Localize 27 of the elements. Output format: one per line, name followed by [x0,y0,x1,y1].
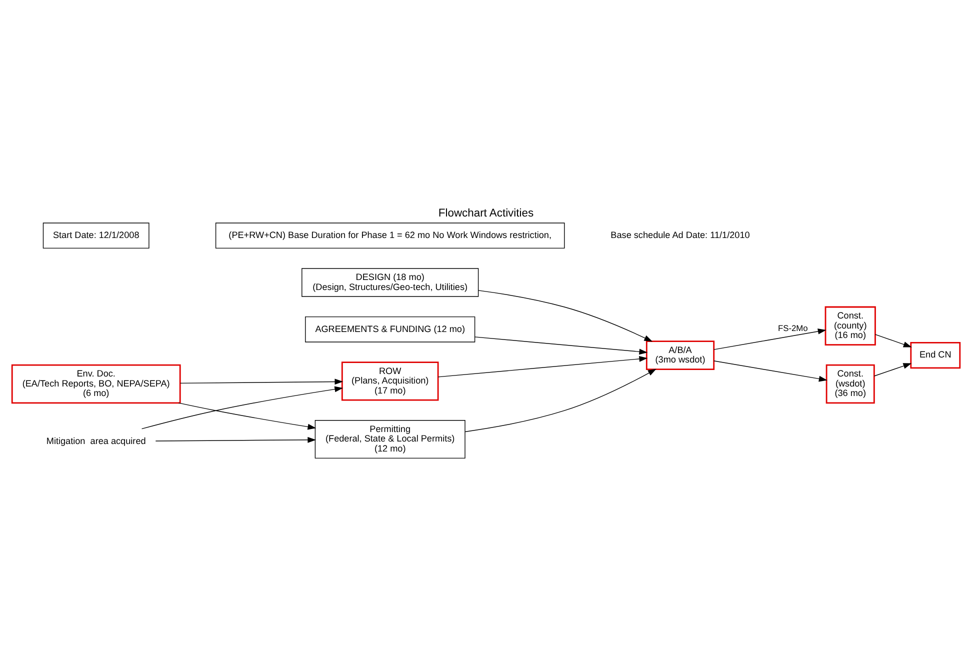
node-box: Const. (county) (16 mo) [824,306,876,346]
node-box: (PE+RW+CN) Base Duration for Phase 1 = 62 mo No Work Windows restriction, [215,222,565,249]
arrow [178,402,316,430]
arrow [874,334,912,348]
arrow [464,368,656,432]
node-box: Env. Doc. (EA/Tech Reports, BO, NEPA/SEPA) (6 mo) [11,364,181,404]
arrow [474,336,648,355]
node-box: Permitting (Federal, State & Local Permits) (12 mo) [314,420,466,459]
node-box: A/B/A (3mo wsdot) [646,340,715,370]
label: Base schedule Ad Date: 11/1/2010 [610,230,750,240]
node-box: DESIGN (18 mo) (Design, Structures/Geo-tech, Utilities) [302,268,479,297]
edge-label: FS-2Mo [778,323,808,334]
arrow [714,360,828,382]
arrow [478,290,653,342]
arrow [141,386,344,430]
node-box: Start Date: 12/1/2008 [42,222,150,249]
arrow [874,363,912,376]
node-box: End CN [910,342,961,369]
arrow [155,436,316,443]
node-box: Const. (wsdot) (36 mo) [826,364,875,404]
node-box: ROW (Plans, Acquisition) (17 mo) [341,362,439,401]
node-text: Mitigation area acquired [46,436,146,446]
diagram-title: Flowchart Activities [438,208,534,220]
node-box: AGREEMENTS & FUNDING (12 mo) [305,316,476,342]
arrow [714,328,826,350]
arrow [180,378,344,385]
arrow [438,356,648,378]
